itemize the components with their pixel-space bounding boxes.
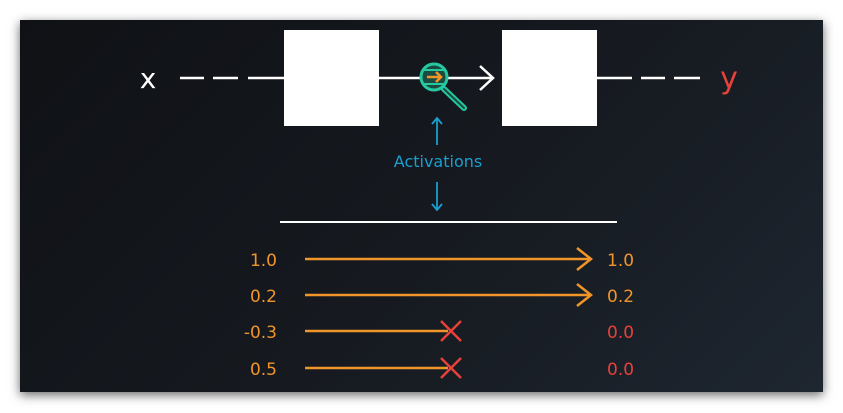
activation-row: 0.5 0.0 <box>250 357 634 380</box>
blocked-x-icon <box>440 357 462 379</box>
input-label: x <box>140 62 157 95</box>
layer-box-2 <box>502 30 597 126</box>
input-value: -0.3 <box>244 323 277 343</box>
input-value: 0.5 <box>250 360 277 380</box>
output-value: 0.2 <box>607 287 634 307</box>
activation-rows: 1.0 1.0 0.2 0.2 -0.3 0.0 0.5 0.0 <box>244 247 634 380</box>
layer-box-1 <box>284 30 379 126</box>
input-value: 0.2 <box>250 287 277 307</box>
activations-label: Activations <box>394 152 482 171</box>
activation-row: -0.3 0.0 <box>244 320 634 343</box>
activation-row: 0.2 0.2 <box>250 283 634 307</box>
output-value: 0.0 <box>607 323 634 343</box>
up-arrow-icon <box>431 116 443 145</box>
down-arrow-icon <box>431 182 443 212</box>
output-label: y <box>720 61 738 96</box>
arrowhead <box>576 283 594 307</box>
output-value: 1.0 <box>607 251 634 271</box>
connection-arrowhead <box>479 65 495 91</box>
blocked-x-icon <box>440 320 462 342</box>
magnifier-icon <box>419 62 467 111</box>
activation-row: 1.0 1.0 <box>250 247 634 271</box>
input-value: 1.0 <box>250 251 277 271</box>
arrowhead <box>576 247 594 271</box>
output-value: 0.0 <box>607 360 634 380</box>
